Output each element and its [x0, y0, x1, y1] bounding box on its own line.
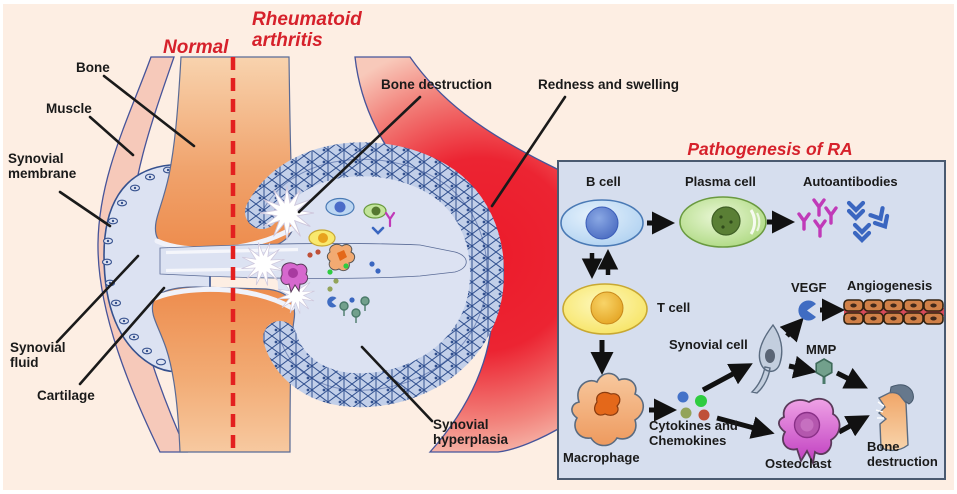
label-osteoclast: Osteoclast: [765, 456, 832, 471]
redness-pointer: [490, 95, 567, 208]
arrow-cytokines-synovial: [701, 363, 753, 393]
arrow-cytokines-osteoclast: [716, 415, 775, 439]
label-bone: Bone: [76, 60, 110, 75]
label-pointer-lines: [55, 74, 567, 423]
label-synovial-hyperplasia: Synovial hyperplasia: [433, 417, 509, 448]
label-macrophage: Macrophage: [563, 450, 640, 465]
plasma-cell-icon: [679, 196, 767, 248]
title-normal: Normal: [163, 37, 229, 58]
mini-antibody: [384, 211, 396, 228]
label-muscle: Muscle: [46, 101, 92, 116]
arrow-mmp-bone: [835, 367, 868, 389]
mmp-icon: [815, 358, 833, 384]
angiogenesis-icon: [843, 299, 944, 325]
cytokines-icon: [677, 391, 710, 421]
label-b-cell: B cell: [586, 174, 621, 189]
label-bone-destruction: Bone destruction: [381, 77, 493, 92]
label-cytokines-chemokines: Cytokines and Chemokines: [649, 418, 738, 448]
label-plasma-cell: Plasma cell: [685, 174, 756, 189]
label-synovial-membrane: Synovial membrane: [8, 151, 77, 182]
title-rheumatoid-arthritis: Rheumatoid arthritis: [252, 9, 362, 51]
macrophage-icon: [571, 372, 645, 447]
arrow-osteoclast-bone: [837, 415, 870, 437]
ra-cavity-cells: [280, 197, 396, 323]
synovial-fluid-pointer: [55, 254, 140, 344]
b-cell-icon: [560, 199, 644, 247]
label-mmp: MMP: [806, 342, 837, 357]
synovial-membrane-pointer: [58, 190, 112, 228]
membrane-cell-nuclei: [105, 168, 170, 353]
mini-chevron: [371, 226, 385, 235]
label-redness-swelling: Redness and swelling: [538, 77, 680, 92]
synovial-cell-icon: [750, 323, 783, 394]
joint-space: [159, 243, 467, 279]
arrow-synovial-mmp: [788, 355, 817, 379]
bone-pointer: [102, 74, 196, 148]
label-angiogenesis: Angiogenesis: [847, 278, 933, 293]
label-bone-destruction-panel: Bone destruction: [867, 439, 938, 469]
cytokine-dots-scatter: [307, 249, 381, 303]
arrow-synovial-vegf: [779, 317, 804, 343]
mini-vegf: [327, 296, 337, 308]
pathway-arrows: [581, 210, 870, 439]
bone-destruction-icon: [875, 384, 914, 452]
bone-destruction-pointer: [297, 95, 422, 214]
pathogenesis-panel: B cell Plasma cell Autoantibodies T cell…: [557, 160, 946, 480]
label-cartilage: Cartilage: [37, 388, 95, 403]
muscle-pointer: [88, 115, 135, 157]
label-t-cell: T cell: [657, 300, 691, 315]
synovial-hyperplasia-pointer: [360, 345, 434, 423]
mini-mmp-molecules: [339, 296, 370, 323]
label-synovial-cell: Synovial cell: [669, 337, 748, 352]
label-autoantibodies: Autoantibodies: [803, 174, 898, 189]
label-synovial-fluid: Synovial fluid: [10, 340, 66, 371]
cartilage-lower: [152, 286, 295, 311]
panel-title: Pathogenesis of RA: [687, 139, 853, 159]
autoantibodies-icon: [797, 198, 890, 243]
label-vegf: VEGF: [791, 280, 827, 295]
vegf-icon: [798, 300, 816, 321]
pathway-artwork: [560, 196, 944, 466]
osteoclast-icon: [777, 397, 841, 466]
cartilage-pointer: [78, 286, 166, 386]
t-cell-icon: [562, 283, 648, 335]
